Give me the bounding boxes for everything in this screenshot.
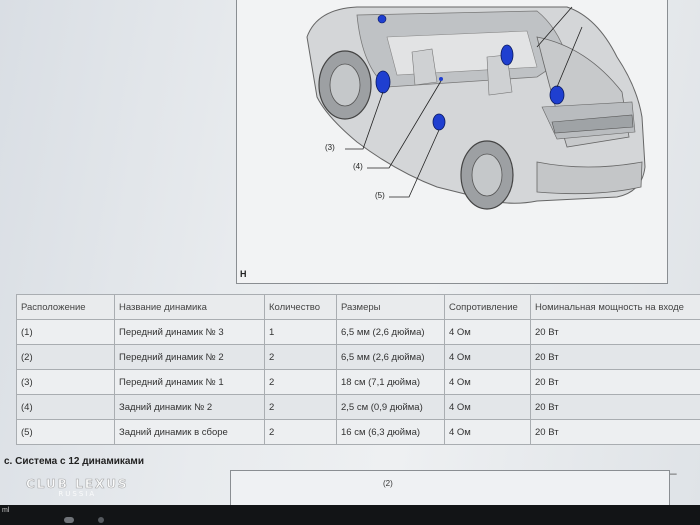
speaker-marker	[375, 70, 391, 94]
table-row: (1) Передний динамик № 3 1 6,5 мм (2,6 д…	[16, 319, 700, 345]
col-impedance: Сопротивление	[444, 294, 531, 320]
cell-impedance: 4 Ом	[444, 344, 531, 370]
table-row: (2) Передний динамик № 2 2 6,5 мм (2,6 д…	[16, 344, 700, 370]
col-power: Номинальная мощность на входе	[530, 294, 700, 320]
cell-size: 16 см (6,3 дюйма)	[336, 419, 445, 445]
vehicle-illustration	[306, 6, 646, 210]
col-size: Размеры	[336, 294, 445, 320]
cell-power: 20 Вт	[530, 319, 700, 345]
cell-power: 20 Вт	[530, 419, 700, 445]
cell-impedance: 4 Ом	[444, 419, 531, 445]
cell-size: 18 см (7,1 дюйма)	[336, 369, 445, 395]
cell-quantity: 2	[264, 369, 337, 395]
cell-impedance: 4 Ом	[444, 319, 531, 345]
cell-speaker-name: Задний динамик № 2	[114, 394, 265, 420]
watermark-sub: RUSSIA	[58, 490, 97, 498]
cell-speaker-name: Задний динамик в сборе	[114, 419, 265, 445]
next-figure-frame: (2)	[230, 470, 670, 505]
speaker-marker	[432, 113, 446, 131]
cell-location: (3)	[16, 369, 115, 395]
cell-size: 6,5 мм (2,6 дюйма)	[336, 344, 445, 370]
cell-power: 20 Вт	[530, 394, 700, 420]
monitor-screen: (3) (4) (5) H Расположение Название дина…	[0, 0, 700, 505]
cell-speaker-name: Передний динамик № 2	[114, 344, 265, 370]
callout-4: (4)	[353, 162, 363, 171]
cell-quantity: 1	[264, 319, 337, 345]
speaker-location-figure: (3) (4) (5) H	[236, 0, 668, 284]
cell-location: (5)	[16, 419, 115, 445]
table-row: (3) Передний динамик № 1 2 18 см (7,1 дю…	[16, 369, 700, 395]
cell-quantity: 2	[264, 394, 337, 420]
cell-quantity: 2	[264, 419, 337, 445]
status-indicator-icon	[98, 517, 104, 523]
speaker-spec-table: Расположение Название динамика Количеств…	[16, 294, 700, 445]
watermark-logo: CLUB LEXUS RUSSIA	[26, 477, 129, 498]
table-header-row: Расположение Название динамика Количеств…	[16, 294, 700, 320]
page-side-mark: –	[670, 466, 677, 480]
col-location: Расположение	[16, 294, 115, 320]
callout-5: (5)	[375, 191, 385, 200]
cell-quantity: 2	[264, 344, 337, 370]
cell-speaker-name: Передний динамик № 3	[114, 319, 265, 345]
col-speaker-name: Название динамика	[114, 294, 265, 320]
section-title: c. Система с 12 динамиками	[4, 456, 144, 467]
status-indicator-icon	[64, 517, 74, 523]
cell-location: (4)	[16, 394, 115, 420]
speaker-marker	[500, 44, 514, 66]
speaker-marker	[377, 14, 387, 24]
cell-power: 20 Вт	[530, 369, 700, 395]
callout-3: (3)	[325, 143, 335, 152]
cell-speaker-name: Передний динамик № 1	[114, 369, 265, 395]
cell-location: (1)	[16, 319, 115, 345]
cell-size: 6,5 мм (2,6 дюйма)	[336, 319, 445, 345]
cell-impedance: 4 Ом	[444, 394, 531, 420]
next-callout: (2)	[383, 479, 393, 488]
cell-power: 20 Вт	[530, 344, 700, 370]
table-row: (4) Задний динамик № 2 2 2,5 см (0,9 дюй…	[16, 394, 700, 420]
status-text: ml	[2, 507, 10, 514]
speaker-marker	[549, 85, 565, 105]
table-row: (5) Задний динамик в сборе 2 16 см (6,3 …	[16, 419, 700, 445]
cell-size: 2,5 см (0,9 дюйма)	[336, 394, 445, 420]
cell-impedance: 4 Ом	[444, 369, 531, 395]
watermark-main: CLUB LEXUS	[26, 477, 129, 492]
cell-location: (2)	[16, 344, 115, 370]
status-bar: ml	[0, 505, 700, 525]
col-quantity: Количество	[264, 294, 337, 320]
figure-letter: H	[240, 269, 247, 279]
